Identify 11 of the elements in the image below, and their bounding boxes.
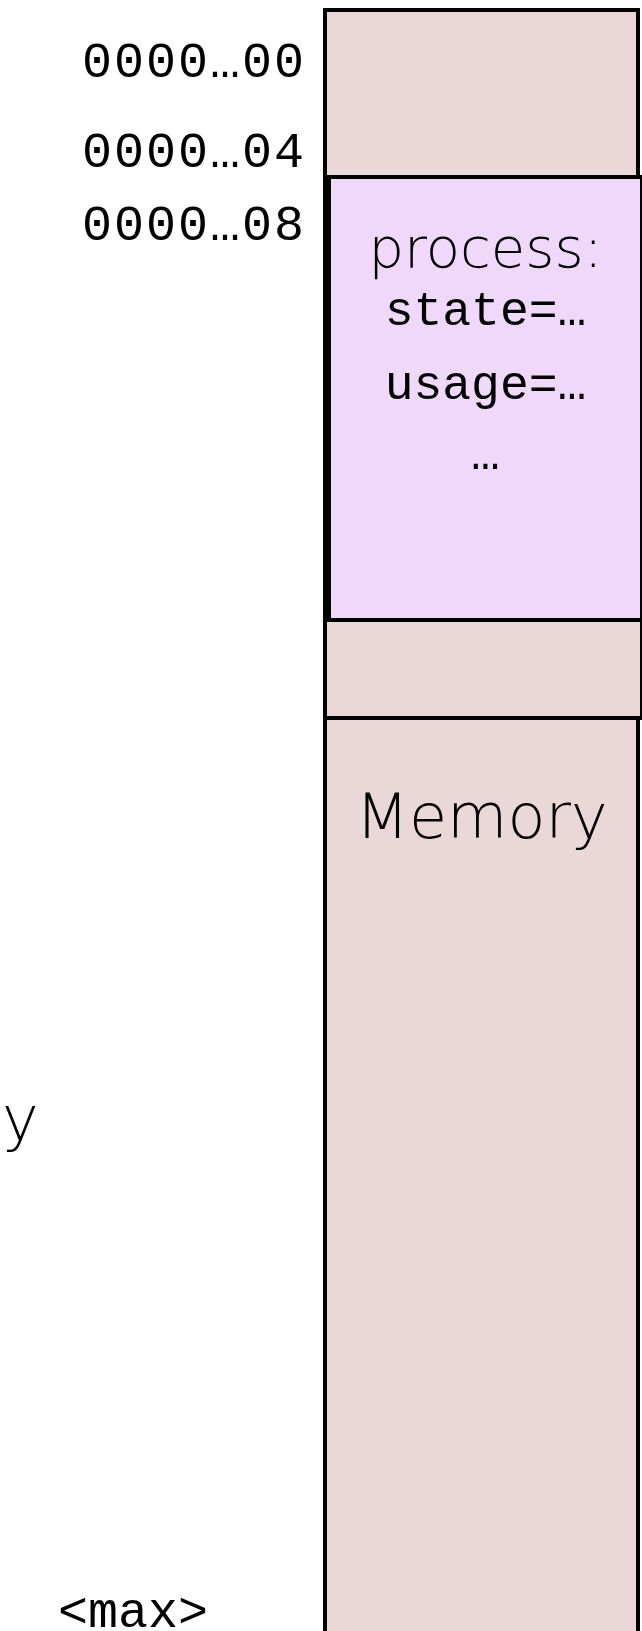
field-text: state=… xyxy=(383,285,588,339)
address-label: 0000…00 xyxy=(81,35,306,92)
address-label: <max> xyxy=(58,1585,209,1631)
field-text: … xyxy=(470,429,501,483)
address-label: 0000…08 xyxy=(81,198,306,255)
block-heading: process: xyxy=(367,215,604,280)
memory-column xyxy=(323,8,640,1631)
memory-label: Memory xyxy=(354,780,609,853)
address-label: 0000…04 xyxy=(81,125,306,182)
text-fragment: y xyxy=(2,1082,39,1155)
field-text: usage=… xyxy=(383,359,588,413)
